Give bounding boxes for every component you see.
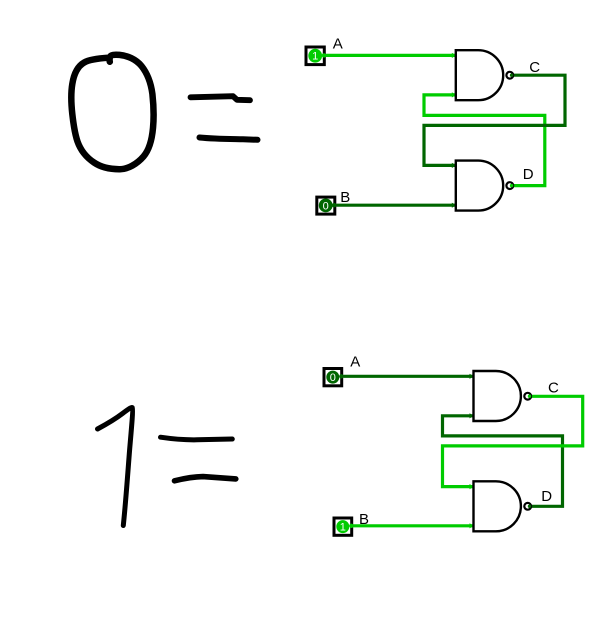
svg-text:B: B bbox=[340, 189, 350, 206]
svg-text:1: 1 bbox=[312, 51, 318, 63]
svg-text:B: B bbox=[359, 511, 369, 528]
svg-text:0: 0 bbox=[323, 200, 329, 212]
svg-text:D: D bbox=[523, 166, 534, 183]
svg-text:A: A bbox=[333, 36, 343, 53]
svg-text:C: C bbox=[529, 59, 540, 76]
svg-text:D: D bbox=[541, 488, 552, 505]
svg-text:0: 0 bbox=[330, 372, 336, 384]
svg-text:A: A bbox=[350, 353, 360, 370]
svg-text:C: C bbox=[548, 379, 559, 396]
svg-text:1: 1 bbox=[340, 522, 346, 534]
